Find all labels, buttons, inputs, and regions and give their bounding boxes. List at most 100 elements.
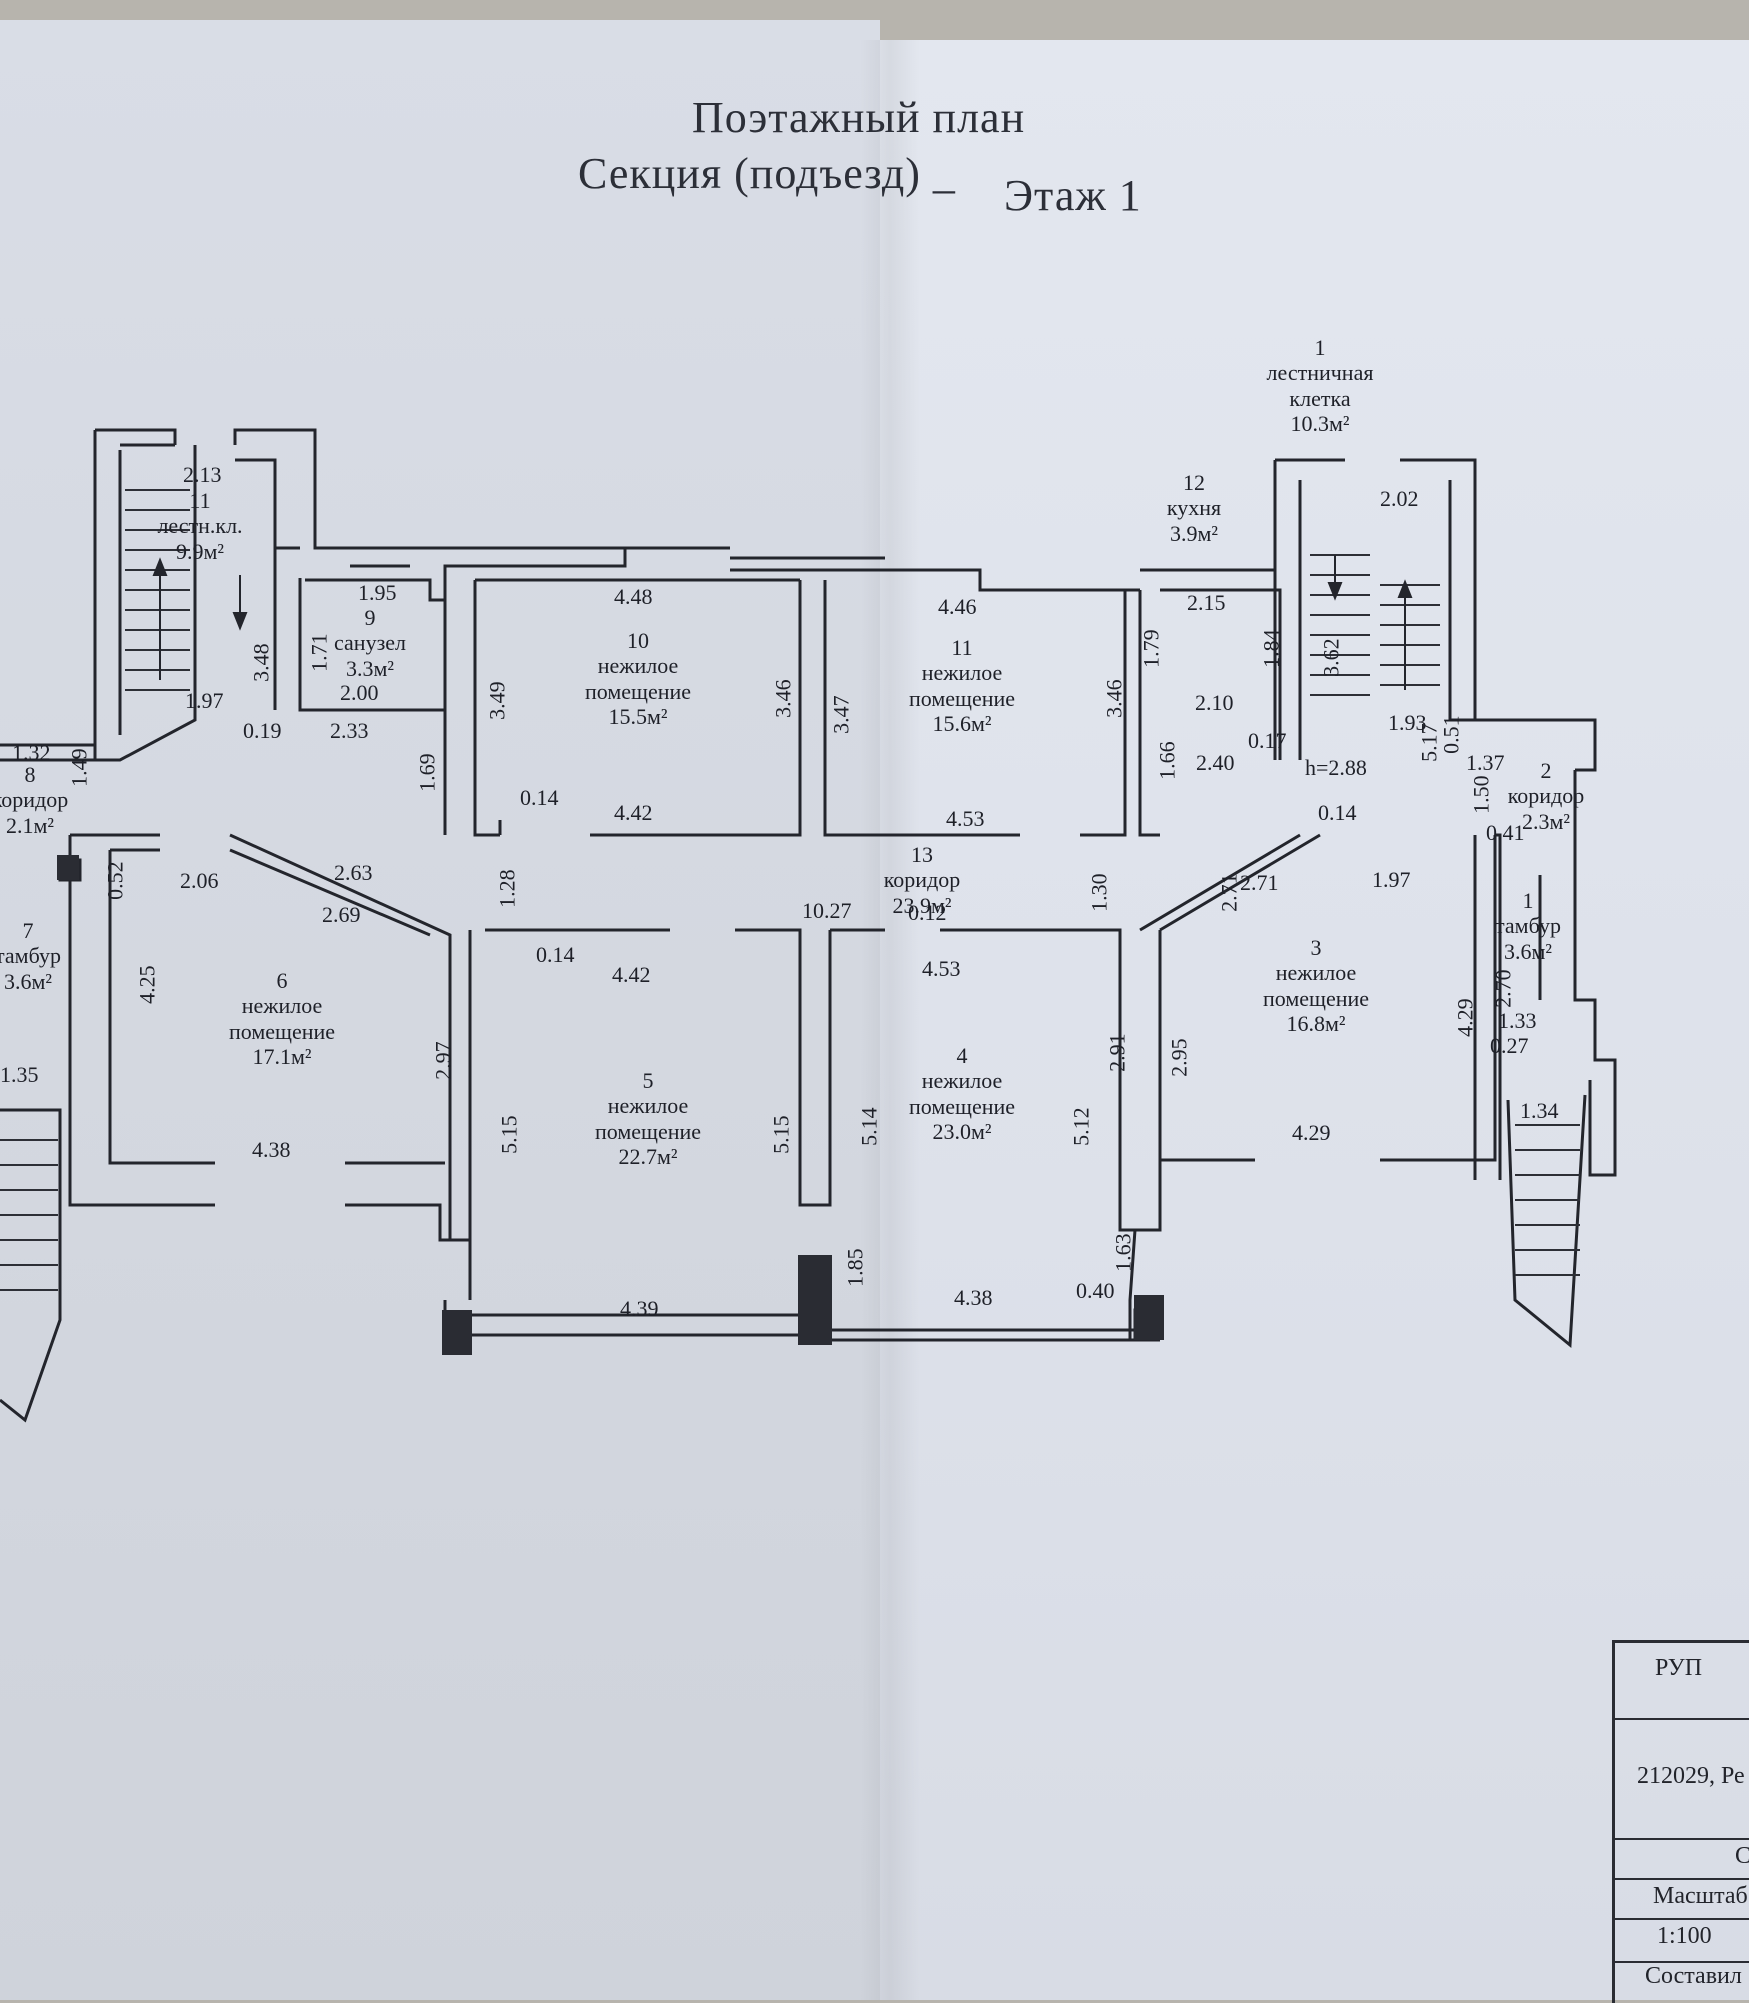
room-13-label: 13 коридор 23.9м² (884, 842, 961, 918)
dimension-label: 5.12 (1068, 1107, 1094, 1146)
room-5-label: 5 нежилое помещение 22.7м² (595, 1068, 701, 1169)
room-number: 8 (24, 762, 36, 787)
dimension-label: 4.29 (1452, 998, 1478, 1037)
dimension-label: 0.41 (1486, 820, 1525, 845)
room-number: 6 (276, 968, 288, 993)
room-number: 13 (910, 842, 933, 867)
dimension-label: 4.39 (620, 1296, 659, 1321)
dimension-label: 5.15 (768, 1115, 794, 1154)
dimension-label: 4.48 (614, 584, 653, 609)
stairs-right-bottom (1506, 1094, 1587, 1349)
dimension-label: 2.06 (180, 868, 219, 893)
dimension-label: 0.12 (908, 900, 947, 925)
dimension-label: 2.40 (1196, 750, 1235, 775)
dimension-label: 3.62 (1318, 638, 1344, 677)
floor-label: Этаж 1 (1004, 171, 1142, 220)
room-1-tambur-label: 1 тамбур 3.6м² (1495, 888, 1561, 964)
dimension-label: 1.50 (1468, 775, 1494, 814)
room-area: 23.0м² (932, 1118, 992, 1144)
dimension-label: 3.46 (1101, 679, 1127, 718)
room-number: 11 (951, 635, 973, 660)
room-number: 4 (956, 1043, 968, 1068)
dimension-label: 5.15 (496, 1115, 522, 1154)
wall-room-4 (1139, 833, 1497, 1180)
dimension-label: 2.70 (1490, 969, 1516, 1008)
room-3-label: 3 нежилое помещение 16.8м² (1263, 935, 1369, 1036)
wall-room-11 (823, 580, 1127, 837)
room-name: коридор (1507, 783, 1585, 809)
dimension-label: 1.93 (1388, 710, 1427, 735)
room-area: 23.9м² (892, 892, 952, 918)
room-name: лестн.кл. (157, 513, 243, 539)
wall-corridor-left (0, 758, 472, 1242)
room-area: 16.8м² (1286, 1010, 1346, 1036)
room-6-label: 6 нежилое помещение 17.1м² (229, 968, 335, 1069)
dimension-label: 1.97 (1372, 867, 1411, 892)
dimension-label: 2.71 (1240, 870, 1279, 895)
room-12-label: 12 кухня 3.9м² (1167, 470, 1221, 546)
dimension-label: 2.13 (183, 462, 222, 487)
room-area: 3.9м² (1169, 520, 1219, 546)
room-4-label: 4 нежилое помещение 23.0м² (909, 1043, 1015, 1144)
wall-kitchen (1138, 588, 1282, 837)
room-area: 2.3м² (1521, 808, 1571, 834)
dimension-label: 1.79 (1138, 629, 1164, 668)
dimension-label: 0.14 (520, 785, 559, 810)
dimension-label: 1.66 (1154, 741, 1180, 780)
room-name: лестничная (1266, 360, 1374, 386)
room-2-label: 2 коридор 2.3м² (1508, 758, 1585, 834)
dimension-label: 1.85 (842, 1248, 868, 1287)
room-area: 17.1м² (252, 1043, 312, 1069)
dimension-label: 1.97 (185, 688, 224, 713)
dimension-label: 3.49 (484, 681, 510, 720)
dimension-label: 0.52 (102, 861, 128, 900)
dimension-label: 0.14 (536, 942, 575, 967)
dimension-label: 2.71 (1216, 873, 1242, 912)
room-name: помещение (1262, 985, 1370, 1011)
wall-top-main (350, 546, 1275, 835)
dimension-label: 4.25 (134, 965, 160, 1004)
wall-room-10 (473, 578, 802, 837)
room-name: кухня (1166, 495, 1222, 521)
room-number: 10 (627, 628, 649, 653)
room-7-label: 7 тамбур 3.6м² (0, 918, 61, 994)
room-11-stair-label: 11 лестн.кл. 9.9м² (157, 488, 242, 564)
room-10-label: 10 нежилое помещение 15.5м² (585, 628, 691, 729)
room-name: клетка (1289, 385, 1351, 411)
dimension-label: 3.46 (770, 679, 796, 718)
room-name: нежилое (1275, 960, 1357, 986)
room-1-label: 1 лестничная клетка 10.3м² (1267, 335, 1374, 436)
wall-top-double (350, 564, 885, 572)
room-name: нежилое (921, 660, 1003, 686)
dimension-label: 2.69 (322, 902, 361, 927)
dimension-label: 4.42 (614, 800, 653, 825)
room-name: помещение (584, 678, 692, 704)
room-number: 2 (1540, 758, 1552, 783)
room-name: помещение (908, 1093, 1016, 1119)
dimension-label: 0.14 (1318, 800, 1357, 825)
dimension-label: 1.28 (494, 869, 520, 908)
dimension-label: 0.40 (1076, 1278, 1115, 1303)
dimension-label: 0.27 (1490, 1033, 1529, 1058)
dimension-label: 4.53 (946, 806, 985, 831)
room-name: коридор (883, 867, 961, 893)
room-name: санузел (333, 630, 407, 656)
section-label: Секция (подъезд) _ (578, 149, 956, 198)
stairs-left-bottom (0, 1108, 62, 1423)
title-block-composer: Составил (1645, 1963, 1742, 1989)
dimension-label: 2.95 (1166, 1038, 1192, 1077)
wall-room-5 (468, 928, 1162, 1300)
room-name: тамбур (1495, 913, 1561, 939)
dimension-label: 5.14 (856, 1107, 882, 1146)
room-number: 1 (1314, 335, 1326, 360)
dimension-label: 1.34 (1520, 1098, 1559, 1123)
title-block-scale: 1:100 (1657, 1923, 1712, 1949)
room-number: 11 (189, 488, 211, 513)
dimension-label: 3.48 (248, 643, 274, 682)
dimension-label: 10.27 (802, 898, 852, 923)
room-name: нежилое (607, 1093, 689, 1119)
title-block-org: РУП (1655, 1655, 1703, 1681)
room-area: 3.6м² (3, 968, 53, 994)
room-area: 10.3м² (1290, 410, 1350, 436)
